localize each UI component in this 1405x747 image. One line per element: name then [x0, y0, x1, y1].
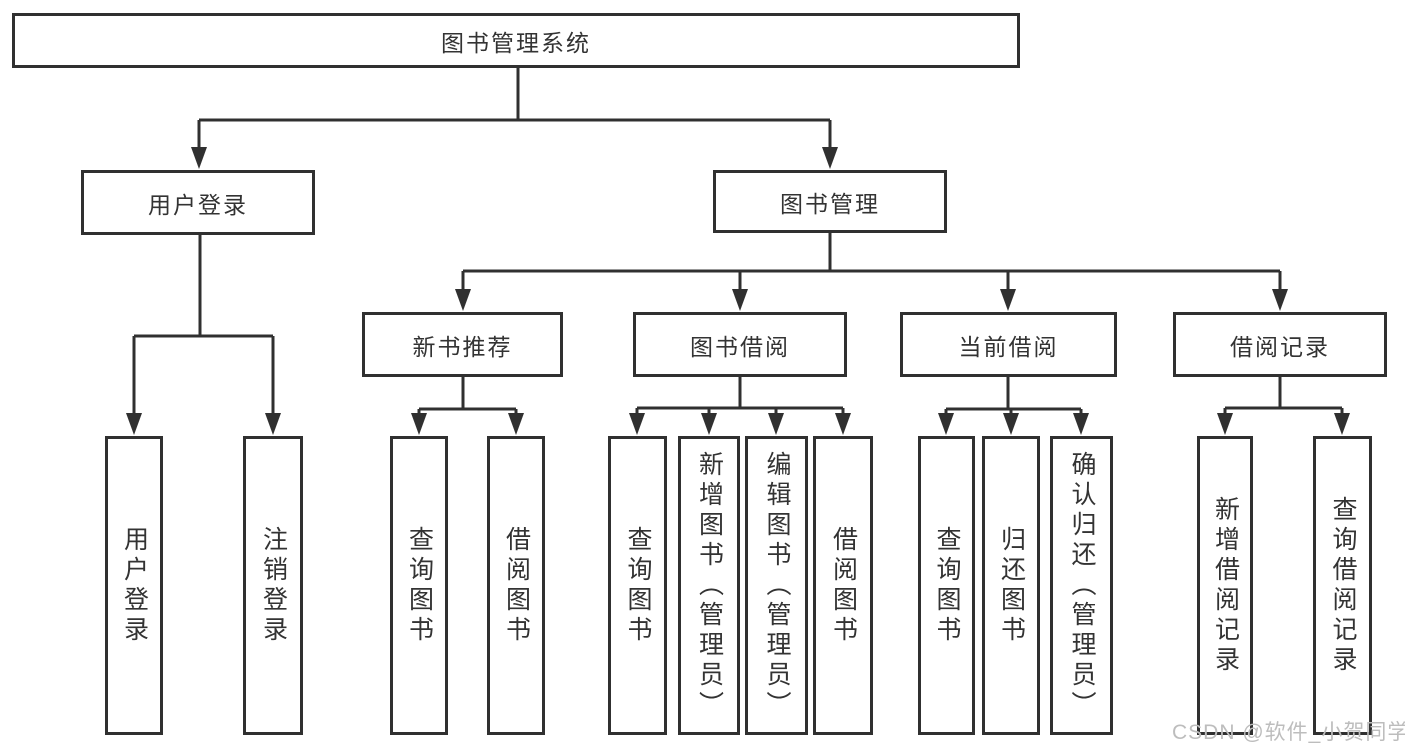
leaf-add-books-admin: 新增图书（管理员） — [678, 436, 740, 735]
leaf-borrow-books-recommend: 借阅图书 — [487, 436, 545, 735]
node-label: 查询图书 — [405, 525, 434, 646]
arrowhead-icon — [1272, 289, 1288, 311]
csdn-watermark: CSDN @软件_小贺同学 — [1172, 721, 1405, 744]
leaf-query-books-current: 查询图书 — [918, 436, 975, 735]
node-label: 查询图书 — [933, 525, 961, 646]
leaf-add-borrow-record: 新增借阅记录 — [1197, 436, 1253, 735]
arrowhead-icon — [701, 413, 717, 435]
node-new-book-recommend: 新书推荐 — [362, 312, 563, 377]
node-label: 查询借阅记录 — [1329, 495, 1357, 676]
arrowhead-icon — [126, 413, 142, 435]
node-label: 查询图书 — [624, 525, 652, 646]
node-label: 借阅图书 — [502, 525, 531, 646]
arrowhead-icon — [265, 413, 281, 435]
connector-branch-book-borrow — [629, 377, 851, 435]
arrowhead-icon — [411, 413, 427, 435]
node-current-borrow: 当前借阅 — [900, 312, 1117, 377]
arrowhead-icon — [835, 413, 851, 435]
leaf-confirm-return-admin: 确认归还（管理员） — [1050, 436, 1113, 735]
arrowhead-icon — [455, 289, 471, 311]
node-user-login: 用户登录 — [81, 170, 315, 235]
node-label: 借阅图书 — [829, 525, 858, 646]
connector-line — [1223, 377, 1344, 416]
node-label: 新增图书（管理员） — [695, 450, 724, 721]
connector-line — [132, 235, 275, 416]
node-library-system: 图书管理系统 — [12, 13, 1020, 68]
arrowhead-icon — [1003, 413, 1019, 435]
node-label: 用户登录 — [120, 525, 149, 646]
arrowhead-icon — [822, 147, 838, 169]
connector-line — [944, 377, 1083, 416]
node-borrow-records: 借阅记录 — [1173, 312, 1387, 377]
node-label: 新增借阅记录 — [1211, 495, 1240, 676]
arrowhead-icon — [768, 413, 784, 435]
connector-branch-borrow-records — [1217, 377, 1350, 435]
arrowhead-icon — [732, 289, 748, 311]
node-book-borrow: 图书借阅 — [633, 312, 847, 377]
leaf-borrow-books: 借阅图书 — [813, 436, 873, 735]
connector-line — [461, 233, 1282, 292]
node-label: 图书借阅 — [690, 333, 790, 360]
leaf-logout: 注销登录 — [243, 436, 303, 735]
connector-branch-book-management — [455, 233, 1288, 311]
leaf-query-borrow-record: 查询借阅记录 — [1313, 436, 1372, 735]
arrowhead-icon — [1217, 413, 1233, 435]
arrowhead-icon — [629, 413, 645, 435]
connector-branch-new-book-recommend — [411, 377, 524, 435]
arrowhead-icon — [508, 413, 524, 435]
arrowhead-icon — [191, 147, 207, 169]
node-label: 图书管理系统 — [441, 29, 591, 56]
node-label: 确认归还（管理员） — [1068, 450, 1096, 721]
node-label: 借阅记录 — [1230, 333, 1330, 360]
arrowhead-icon — [1334, 413, 1350, 435]
connector-line — [635, 377, 845, 416]
connector-branch-current-borrow — [938, 377, 1089, 435]
node-label: 编辑图书（管理员） — [763, 450, 791, 721]
arrowhead-icon — [1000, 289, 1016, 311]
arrowhead-icon — [938, 413, 954, 435]
node-label: 新书推荐 — [412, 333, 513, 360]
connector-line — [197, 68, 832, 150]
node-label: 注销登录 — [259, 525, 288, 646]
connector-line — [417, 377, 518, 416]
leaf-query-books-recommend: 查询图书 — [390, 436, 448, 735]
arrowhead-icon — [1073, 413, 1089, 435]
leaf-user-login: 用户登录 — [105, 436, 163, 735]
connector-branch-user-login — [126, 235, 281, 435]
node-label: 归还图书 — [997, 525, 1026, 646]
node-label: 当前借阅 — [958, 333, 1059, 360]
node-book-management: 图书管理 — [713, 170, 947, 233]
connector-branch-root — [191, 68, 838, 169]
leaf-return-books: 归还图书 — [982, 436, 1040, 735]
leaf-edit-books-admin: 编辑图书（管理员） — [745, 436, 808, 735]
node-label: 图书管理 — [780, 190, 880, 217]
node-label: 用户登录 — [148, 191, 248, 218]
leaf-query-books-borrow: 查询图书 — [608, 436, 667, 735]
